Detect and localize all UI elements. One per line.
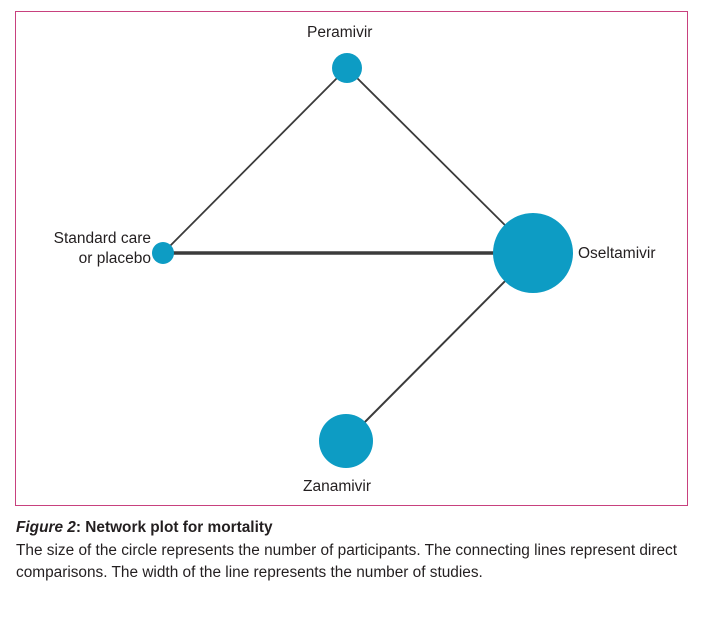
caption-title-text: : Network plot for mortality xyxy=(75,519,273,536)
caption-title-line: Figure 2: Network plot for mortality xyxy=(16,519,273,536)
node-label-peramivir: Peramivir xyxy=(307,24,373,41)
figure-caption: Figure 2: Network plot for mortality The… xyxy=(16,517,692,584)
node-label-standard-care: Standard care or placebo xyxy=(16,229,151,269)
caption-figure-number: Figure 2 xyxy=(16,519,76,536)
node-label-zanamivir: Zanamivir xyxy=(303,478,372,495)
node-label-standard-care-line2: or placebo xyxy=(78,249,151,267)
node-label-oseltamivir: Oseltamivir xyxy=(578,245,656,262)
caption-body-text: The size of the circle represents the nu… xyxy=(16,541,678,581)
node-label-standard-care-line1: Standard care xyxy=(53,230,151,247)
